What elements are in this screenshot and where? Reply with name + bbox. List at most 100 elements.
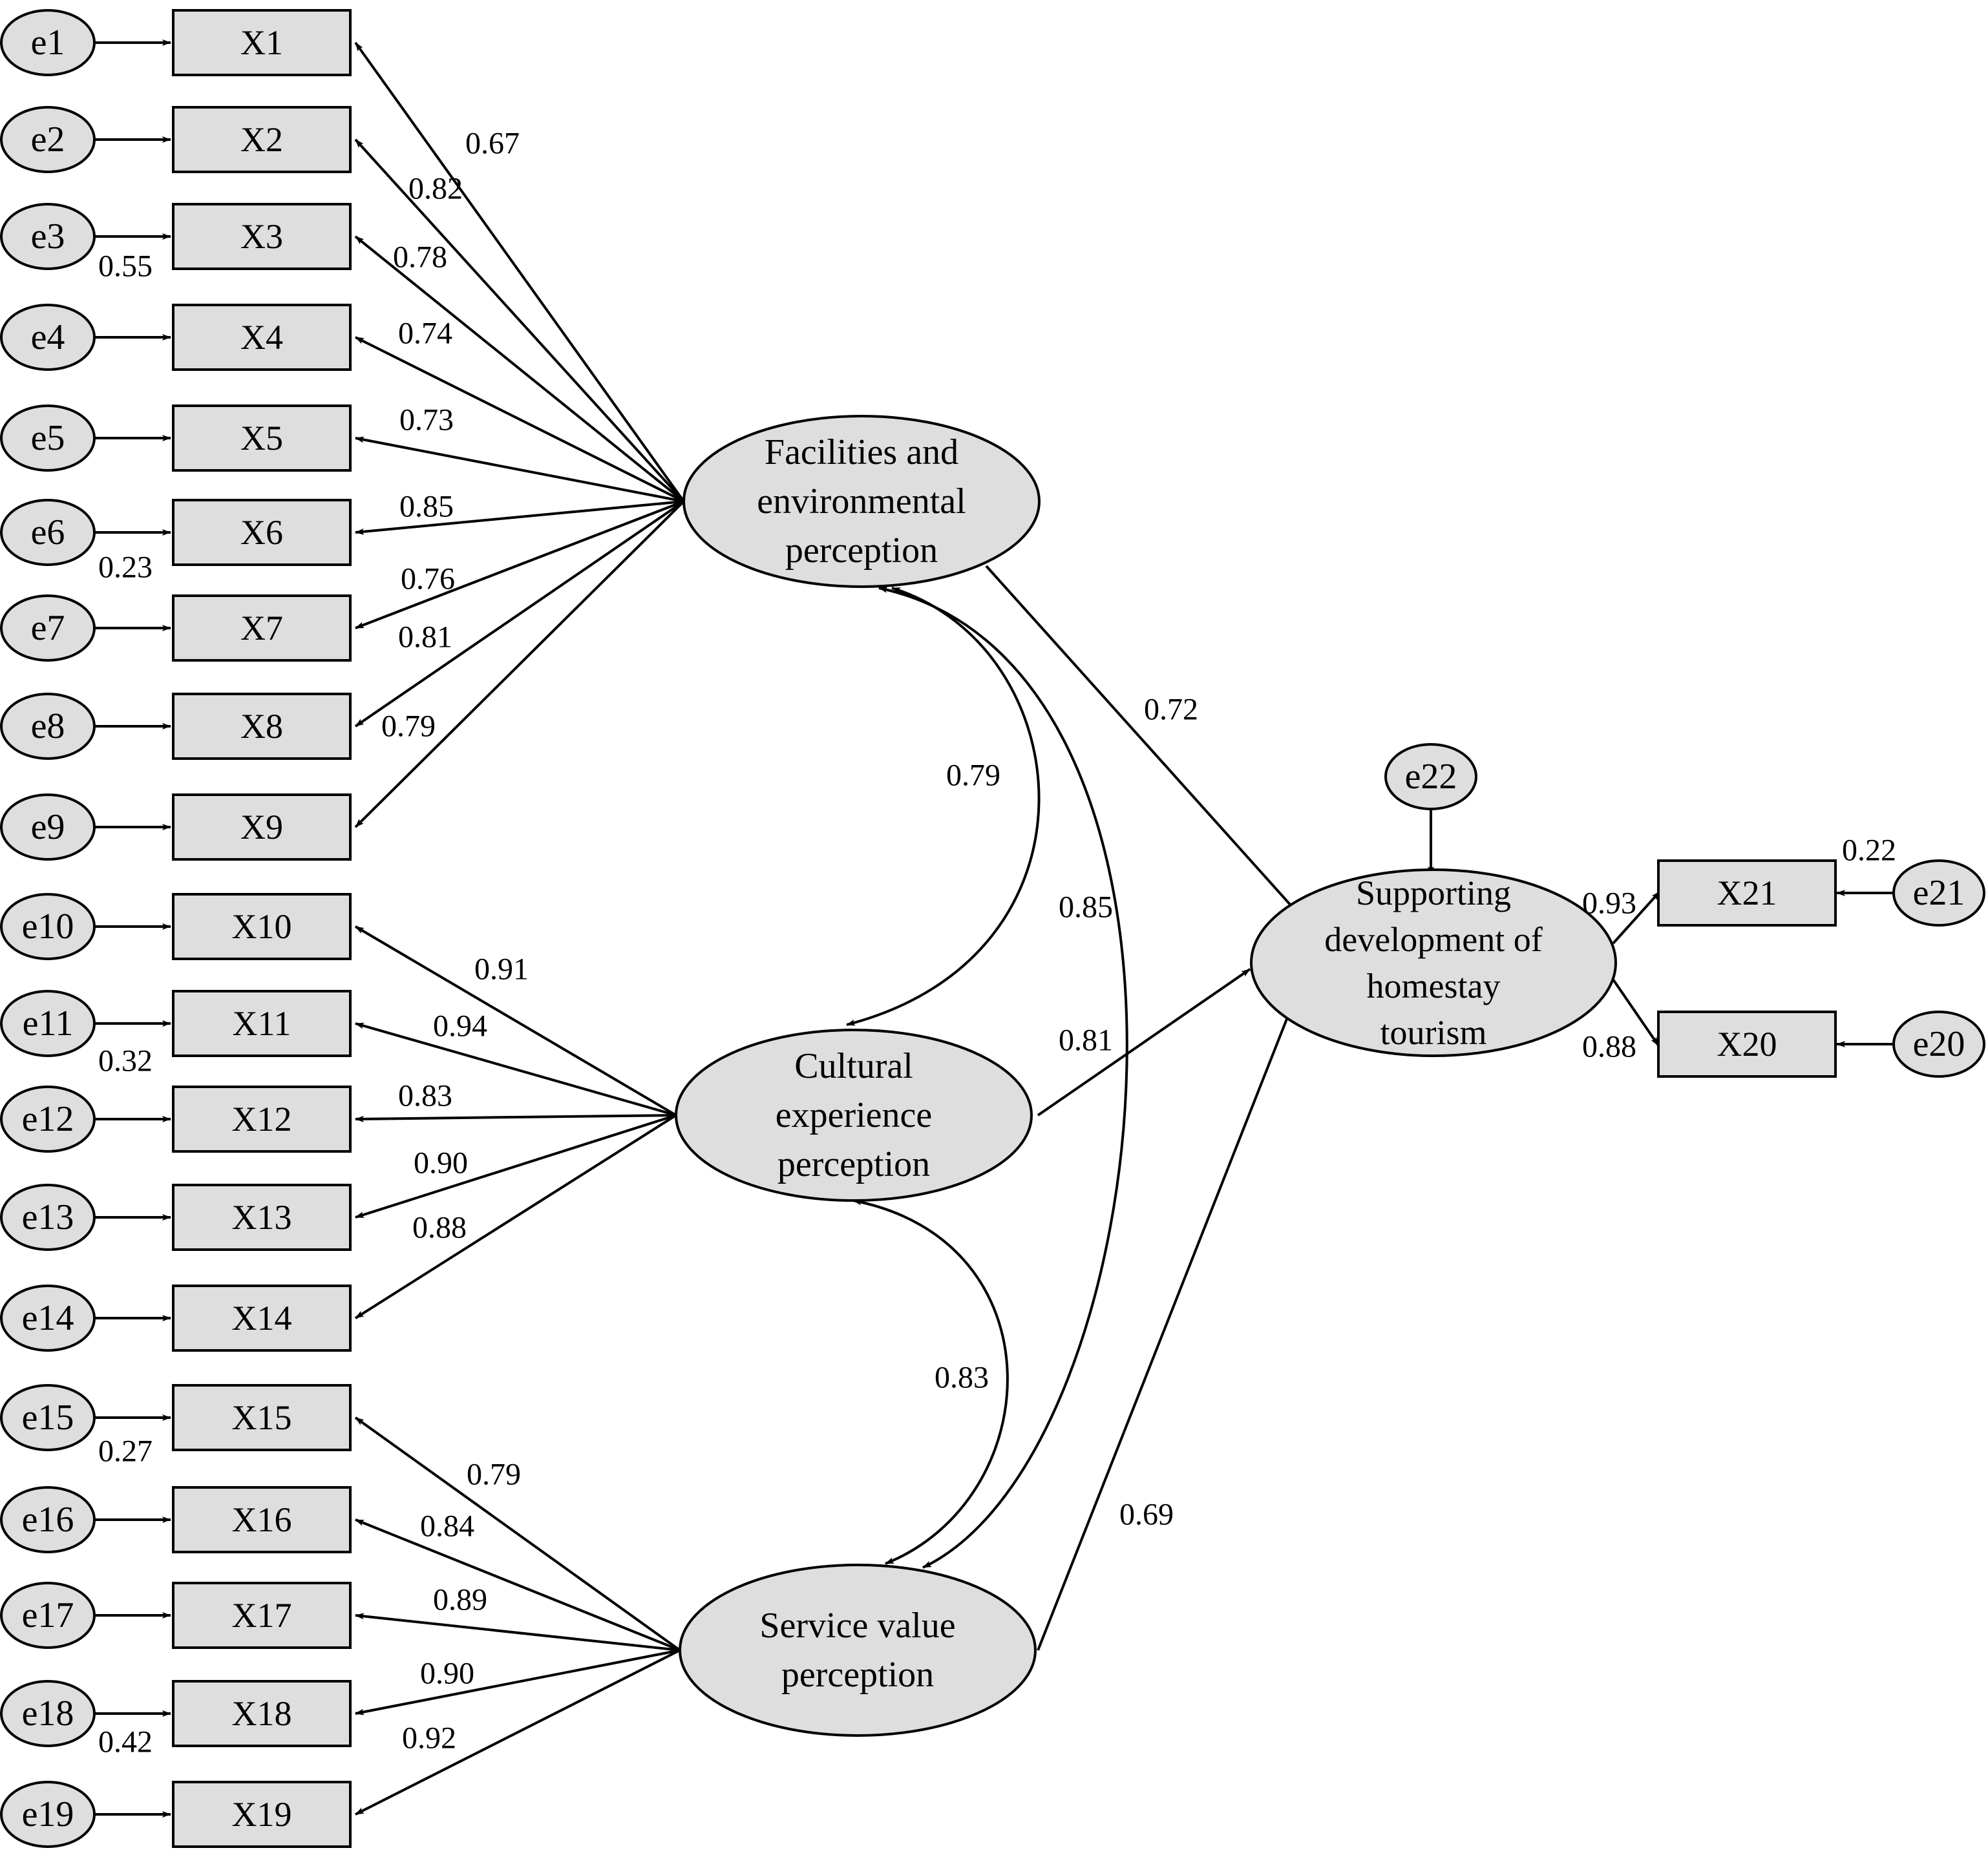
latent-label-facilities-line-2: environmental bbox=[757, 481, 966, 521]
indicator-node-X5: X5 bbox=[172, 404, 352, 472]
path-label-facilities: 0.72 bbox=[1144, 693, 1198, 727]
indicator-box-X15 bbox=[172, 1384, 352, 1451]
loading-label-X6: 0.85 bbox=[399, 490, 454, 524]
error-node-e1: e1 bbox=[0, 9, 96, 76]
indicator-node-X17: X17 bbox=[172, 1582, 352, 1649]
error-label-e20: e20 bbox=[1913, 1024, 1965, 1064]
loading-label-X7: 0.76 bbox=[401, 562, 455, 596]
indicator-box-X13 bbox=[172, 1184, 352, 1251]
indicator-node-X9: X9 bbox=[172, 793, 352, 861]
loading-arrow-X11 bbox=[355, 1022, 677, 1117]
error-node-e11: e11 bbox=[0, 990, 96, 1057]
loading-label-X21: 0.93 bbox=[1582, 887, 1636, 921]
error-node-e15: e15 bbox=[0, 1384, 96, 1451]
error-label-e16: e16 bbox=[22, 1500, 74, 1540]
indicator-label-X6: X6 bbox=[240, 513, 283, 552]
indicator-node-X7: X7 bbox=[172, 594, 352, 662]
latent-ellipse-service bbox=[679, 1564, 1037, 1737]
indicator-box-X16 bbox=[172, 1486, 352, 1553]
error-label-e11: e11 bbox=[23, 1003, 74, 1044]
loading-label-X5: 0.73 bbox=[399, 403, 454, 437]
indicator-box-X9 bbox=[172, 793, 352, 861]
error-label-e13: e13 bbox=[22, 1197, 74, 1237]
error-node-e8: e8 bbox=[0, 693, 96, 760]
error-value-label-e3: 0.55 bbox=[98, 249, 153, 284]
indicator-node-X16: X16 bbox=[172, 1486, 352, 1553]
loading-arrow-X21 bbox=[1612, 890, 1661, 945]
indicator-box-X17 bbox=[172, 1582, 352, 1649]
loading-label-X18: 0.90 bbox=[420, 1657, 474, 1691]
loading-arrow-X15 bbox=[354, 1416, 681, 1652]
latent-label-supporting-line-2: development of bbox=[1324, 920, 1542, 959]
indicator-node-X13: X13 bbox=[172, 1184, 352, 1251]
loading-label-X4: 0.74 bbox=[398, 317, 452, 351]
correlation-curve-cultural-service bbox=[852, 1199, 1009, 1565]
indicator-label-X11: X11 bbox=[233, 1004, 291, 1043]
error-label-e18: e18 bbox=[22, 1694, 74, 1734]
error-label-e21: e21 bbox=[1913, 873, 1965, 913]
latent-label-cultural-line-2: experience bbox=[776, 1095, 932, 1135]
indicator-label-X14: X14 bbox=[232, 1299, 292, 1338]
error-ellipse-e15 bbox=[0, 1384, 96, 1451]
error-label-e8: e8 bbox=[31, 706, 65, 746]
error-label-e4: e4 bbox=[31, 317, 65, 357]
loading-arrow-X13 bbox=[355, 1114, 677, 1219]
indicator-node-X14: X14 bbox=[172, 1285, 352, 1352]
path-arrow-facilities bbox=[985, 565, 1304, 920]
error-node-e12: e12 bbox=[0, 1086, 96, 1153]
error-ellipse-e18 bbox=[0, 1680, 96, 1747]
error-ellipse-e1 bbox=[0, 9, 96, 76]
indicator-box-X10 bbox=[172, 893, 352, 960]
indicator-label-X10: X10 bbox=[232, 907, 292, 946]
error-node-e18: e18 bbox=[0, 1680, 96, 1747]
error-value-label-e15: 0.27 bbox=[98, 1434, 153, 1469]
error-ellipse-e17 bbox=[0, 1582, 96, 1649]
error-node-e2: e2 bbox=[0, 106, 96, 173]
indicator-label-X8: X8 bbox=[240, 707, 283, 746]
loading-label-X14: 0.88 bbox=[412, 1211, 467, 1245]
coefficient-labels-layer: 0.670.820.780.740.730.850.760.810.790.91… bbox=[98, 127, 1896, 1759]
indicator-node-X20: X20 bbox=[1657, 1011, 1837, 1078]
loading-arrow-X7 bbox=[355, 500, 684, 629]
loading-arrow-X14 bbox=[354, 1114, 677, 1319]
error-node-e9: e9 bbox=[0, 793, 96, 861]
indicator-box-X8 bbox=[172, 693, 352, 760]
error-ellipse-e5 bbox=[0, 404, 96, 472]
loading-label-X11: 0.94 bbox=[433, 1009, 487, 1044]
error-label-e22: e22 bbox=[1405, 757, 1457, 797]
loading-arrow-X1 bbox=[354, 41, 685, 503]
indicator-box-X1 bbox=[172, 9, 352, 76]
error-ellipse-e12 bbox=[0, 1086, 96, 1153]
error-node-e14: e14 bbox=[0, 1285, 96, 1352]
error-label-e6: e6 bbox=[31, 512, 65, 552]
error-node-e16: e16 bbox=[0, 1486, 96, 1553]
latent-ellipse-supporting bbox=[1250, 868, 1617, 1057]
error-label-e14: e14 bbox=[22, 1298, 74, 1338]
error-node-e7: e7 bbox=[0, 594, 96, 662]
loading-arrow-X3 bbox=[354, 235, 685, 503]
error-ellipse-e13 bbox=[0, 1184, 96, 1251]
indicator-box-X11 bbox=[172, 990, 352, 1057]
indicator-label-X5: X5 bbox=[240, 419, 283, 457]
indicator-box-X21 bbox=[1657, 859, 1837, 927]
nodes-layer: e1e2e3e4e5e6e7e8e9e10e11e12e13e14e15e16e… bbox=[0, 9, 1985, 1848]
indicator-node-X10: X10 bbox=[172, 893, 352, 960]
error-ellipse-e14 bbox=[0, 1285, 96, 1352]
error-ellipse-e10 bbox=[0, 893, 96, 960]
error-ellipse-e8 bbox=[0, 693, 96, 760]
indicator-box-X19 bbox=[172, 1781, 352, 1848]
indicator-label-X9: X9 bbox=[240, 808, 283, 846]
latent-ellipse-facilities bbox=[682, 415, 1041, 588]
correlation-curve-facilities-service bbox=[878, 586, 1128, 1569]
error-ellipse-e20 bbox=[1892, 1011, 1985, 1078]
indicator-label-X15: X15 bbox=[232, 1398, 292, 1437]
indicator-label-X16: X16 bbox=[232, 1500, 292, 1539]
correlation-label-facilities-service: 0.85 bbox=[1059, 890, 1113, 925]
indicator-label-X3: X3 bbox=[240, 217, 283, 256]
error-ellipse-e19 bbox=[0, 1781, 96, 1848]
error-node-e17: e17 bbox=[0, 1582, 96, 1649]
indicator-label-X4: X4 bbox=[240, 318, 283, 357]
